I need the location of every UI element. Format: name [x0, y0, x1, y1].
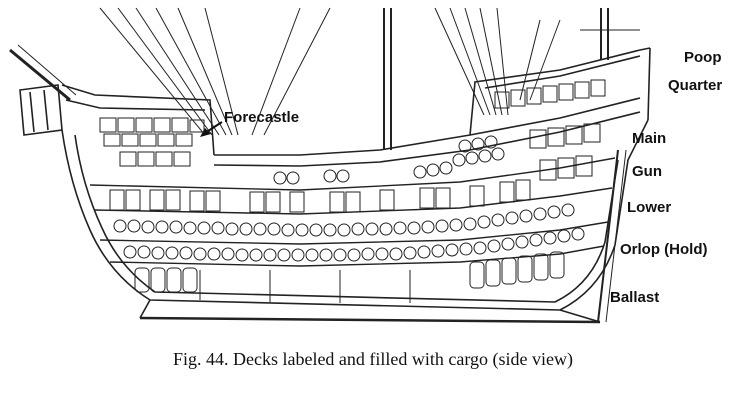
- aft-cargo: [494, 79, 606, 181]
- label-forecastle: Forecastle: [224, 109, 299, 126]
- label-main: Main: [632, 130, 666, 147]
- deck-lines: [89, 157, 616, 267]
- main-deck-barrels: [273, 135, 505, 185]
- label-quarter: Quarter: [668, 77, 722, 94]
- hold-barrels: [134, 251, 565, 303]
- figure-caption: Fig. 44. Decks labeled and filled with c…: [172, 349, 574, 369]
- label-gun: Gun: [632, 163, 662, 180]
- label-poop: Poop: [684, 49, 722, 66]
- label-lower: Lower: [627, 199, 671, 216]
- gun-deck-cargo: [109, 179, 531, 213]
- label-orlop: Orlop (Hold): [620, 241, 707, 258]
- hull: [19, 47, 651, 324]
- forecastle-arrow-icon: [200, 121, 223, 137]
- label-ballast: Ballast: [610, 289, 659, 306]
- forecastle-cargo: [99, 117, 205, 167]
- lower-deck-barrels: [113, 203, 585, 262]
